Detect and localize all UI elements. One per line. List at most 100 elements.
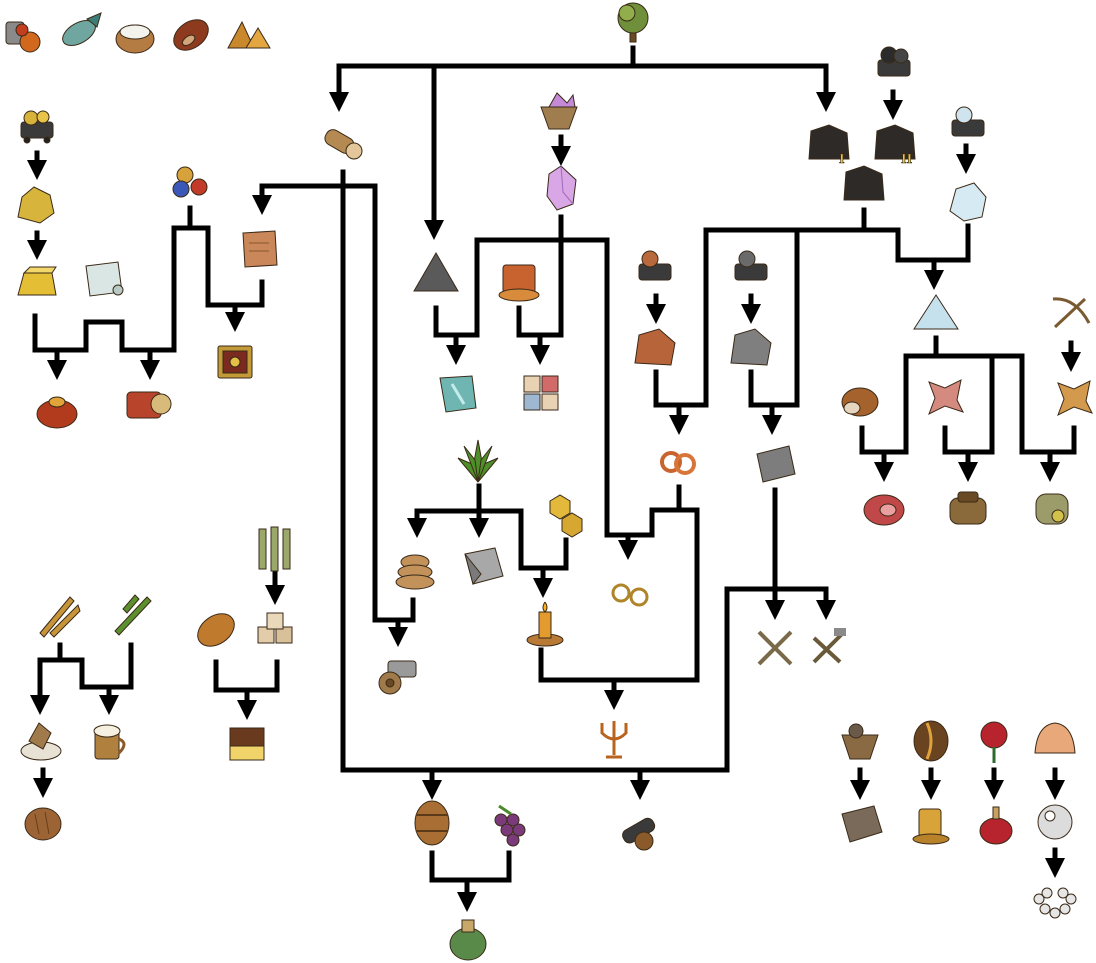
parchment-sheet-icon: [242, 230, 278, 268]
dye-bowls-icon: [172, 166, 208, 198]
copper-cart-icon: [638, 250, 672, 281]
connector-coal-to-salt: [895, 227, 944, 290]
chocolate-icon: [229, 727, 265, 761]
connector-salt-to-meat: [874, 353, 909, 482]
salt-crystal-icon: [949, 182, 987, 222]
candelabra-icon: [600, 721, 628, 759]
connector-to-glass-left: [446, 237, 480, 365]
connector-gold-bridge: [54, 319, 125, 353]
crossbow-icon: [1052, 297, 1091, 329]
connector-dye-stem: [147, 205, 193, 353]
connector-copperore-link: [653, 369, 682, 408]
cocoa-icon: [197, 613, 235, 647]
connector-parchment-to-book: [232, 279, 265, 308]
wax-combs-icon: [549, 494, 583, 538]
connector-log-to-upper: [252, 183, 346, 215]
stone-block-icon: [498, 264, 540, 302]
coffee-beans-icon: [913, 720, 949, 762]
canvas-icon: [464, 547, 504, 586]
rope-icon: [395, 554, 435, 590]
hops-icon: [114, 594, 152, 636]
copper-coil-icon: [660, 451, 696, 475]
milk-icon: [115, 24, 155, 54]
wheat-icon: [39, 596, 81, 638]
iron-cart-icon: [734, 250, 768, 281]
beer-icon: [93, 724, 126, 760]
fish-icon: [62, 12, 102, 46]
coal-cart-icon: [877, 46, 911, 77]
connector-to-tools: [770, 586, 836, 620]
wine-jug-icon: [449, 919, 487, 961]
connector-lines: [27, 45, 1081, 912]
flour-icon: [20, 722, 62, 761]
connector-wheat-bridge: [57, 657, 119, 715]
connector-gold-to-purse: [32, 313, 67, 380]
coffee-cup-icon: [912, 808, 950, 845]
coal-lump-icon: [843, 165, 885, 201]
connector-candle-to-candelabra: [538, 647, 624, 710]
pearl-necklace-icon: [1033, 887, 1077, 919]
connector-cow-link: [859, 425, 887, 455]
tier-one-label: I: [839, 152, 845, 166]
grapes-icon: [494, 804, 526, 847]
coal-lump-one-icon: I: [808, 124, 850, 166]
barrel-icon: [414, 800, 450, 846]
charcoal-pile-icon: [413, 252, 459, 292]
fur-bag-icon: [1035, 493, 1069, 525]
connector-coil-to-glasses: [625, 484, 682, 538]
gold-nugget-icon: [17, 186, 55, 224]
connector-wax-link: [540, 537, 569, 571]
coal-lump-two-icon: II: [874, 124, 916, 166]
glass-sheet-icon: [439, 375, 477, 413]
hide-icon: [928, 379, 964, 416]
connector-ironore-link: [748, 369, 775, 408]
perfume-icon: [979, 806, 1013, 845]
cow-icon: [841, 387, 879, 417]
tree-icon: [617, 2, 649, 43]
purse-icon: [36, 396, 78, 429]
steak-icon: [863, 494, 905, 526]
connector-wheat-stem: [30, 642, 63, 715]
fruit-icon: [5, 21, 41, 53]
parchment-roll-icon: [85, 261, 124, 297]
connector-hemp-to-candle: [518, 508, 553, 598]
rose-icon: [980, 721, 1008, 763]
hemp-leaf-icon: [457, 439, 499, 483]
connector-stone-to-tiles: [516, 305, 543, 338]
sugar-cubes-icon: [257, 612, 293, 644]
bread-icon: [24, 807, 62, 841]
connector-coal-to-copper: [669, 227, 709, 435]
gold-ore-cart-icon: [20, 110, 54, 144]
connector-barrel-link: [429, 850, 477, 912]
candle-icon: [526, 601, 564, 647]
connector-to-carpet: [119, 347, 160, 380]
tiles-icon: [523, 375, 559, 411]
stone-slab-icon: [841, 805, 883, 843]
connector-hops-link: [106, 642, 134, 690]
spices-icon: [227, 20, 271, 49]
connector-dye-to-book: [187, 225, 245, 332]
connector-log-to-winch: [340, 183, 408, 647]
copper-ore-icon: [634, 328, 676, 366]
connector-saltcrystal-to-salt: [931, 223, 971, 263]
connector-salt-to-leather: [958, 353, 995, 482]
iron-ingot-icon: [756, 445, 796, 483]
pelt-icon: [1057, 380, 1093, 417]
connector-cocoa-link: [213, 659, 257, 720]
connector-crystal-beam: [474, 237, 638, 560]
connector-coil-to-candelabra: [611, 507, 700, 683]
carpet-roll-icon: [126, 391, 172, 419]
connector-log-main: [340, 169, 776, 773]
shell-icon: [1034, 722, 1076, 754]
gold-bar-icon: [17, 266, 57, 296]
connector-pelt-link: [1047, 425, 1077, 455]
iron-ore-icon: [730, 328, 772, 366]
connector-rope-to-winch: [395, 597, 416, 623]
leather-bag-icon: [949, 491, 987, 525]
book-icon: [217, 345, 253, 379]
connector-pile-to-glass: [433, 305, 459, 338]
connector-grapes-link: [464, 850, 512, 883]
ore-basket-icon: [841, 723, 879, 760]
connector-to-tiles: [530, 237, 564, 365]
